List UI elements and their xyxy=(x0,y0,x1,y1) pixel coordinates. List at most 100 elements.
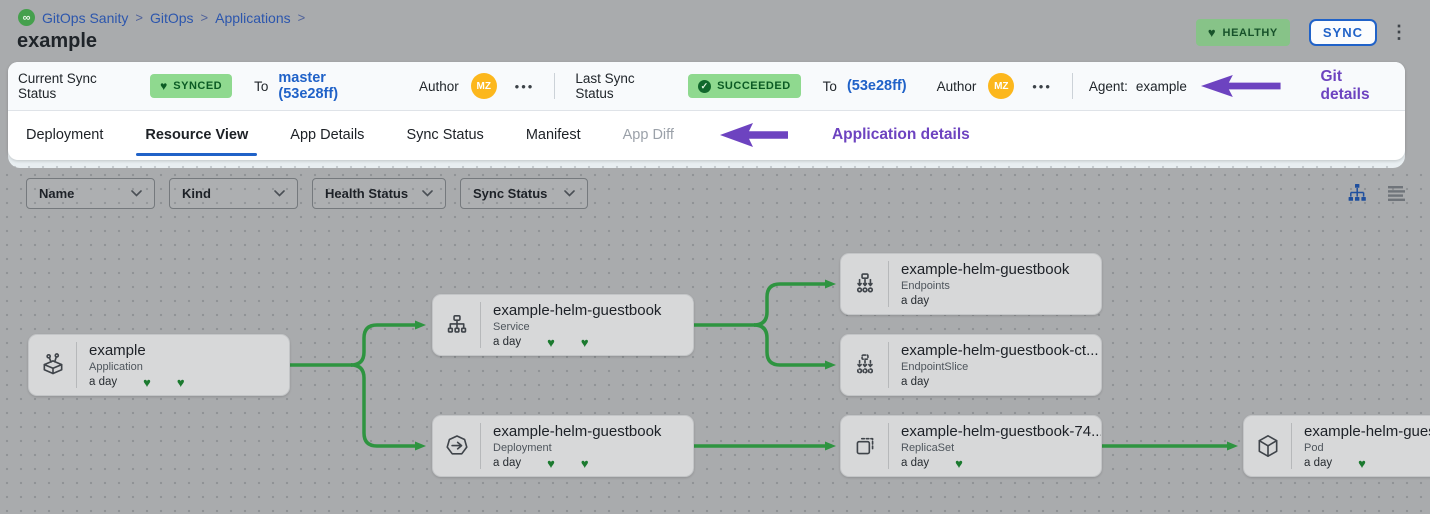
sync-status-filter-dropdown[interactable]: Sync Status xyxy=(460,178,588,209)
name-filter-dropdown[interactable]: Name xyxy=(26,178,155,209)
divider xyxy=(76,342,77,388)
resource-node-endpointslice[interactable]: example-helm-guestbook-ct... EndpointSli… xyxy=(840,334,1102,396)
node-meta: a day ♥ ♥ xyxy=(89,374,289,390)
chevron-down-icon xyxy=(131,190,142,197)
node-body: example-helm-guestbook Endpoints a day xyxy=(889,261,1101,307)
endpointslice-icon xyxy=(841,352,888,378)
node-meta: a day xyxy=(901,295,1101,307)
current-sync-status-label: Current Sync Status xyxy=(18,71,97,101)
tab-resource-view[interactable]: Resource View xyxy=(136,111,258,158)
breadcrumb: ∞ GitOps Sanity > GitOps > Applications … xyxy=(18,9,312,26)
healthy-heart-icon: ♥ xyxy=(547,334,555,350)
node-name: example xyxy=(89,342,146,359)
service-icon xyxy=(433,312,480,338)
app-tabs: Deployment Resource View App Details Syn… xyxy=(8,111,1405,158)
to-label: To xyxy=(254,78,269,94)
resource-node-pod[interactable]: example-helm-guestbook-74... Pod a day ♥ xyxy=(1243,415,1430,477)
kind-filter-dropdown[interactable]: Kind xyxy=(169,178,298,209)
resource-node-deployment[interactable]: example-helm-guestbook Deployment a day … xyxy=(432,415,694,477)
breadcrumb-module-link[interactable]: GitOps xyxy=(149,9,194,26)
node-meta: a day ♥ xyxy=(901,455,1101,471)
pod-icon xyxy=(1244,433,1291,459)
last-sync-revision-link[interactable]: (53e28ff) xyxy=(846,78,907,94)
node-age: a day xyxy=(901,295,930,307)
resource-node-endpoints[interactable]: example-helm-guestbook Endpoints a day xyxy=(840,253,1102,315)
app-details-panel: Current Sync Status ♥ SYNCED To master (… xyxy=(8,62,1405,160)
node-age: a day xyxy=(901,376,930,388)
node-body: example-helm-guestbook-74... ReplicaSet … xyxy=(889,423,1101,471)
chevron-down-icon xyxy=(422,190,433,197)
filter-label: Kind xyxy=(182,186,211,201)
node-age: a day xyxy=(493,336,522,348)
tab-manifest[interactable]: Manifest xyxy=(525,126,581,143)
synced-badge: ♥ SYNCED xyxy=(150,74,233,98)
succeeded-badge-label: SUCCEEDED xyxy=(717,80,791,92)
filter-bar: Name Kind Health Status Sync Status xyxy=(26,178,602,209)
node-kind: Deployment xyxy=(493,442,552,454)
divider xyxy=(480,302,481,348)
tab-app-details[interactable]: App Details xyxy=(290,126,365,143)
agent-value: example xyxy=(1135,78,1187,94)
breadcrumb-separator: > xyxy=(200,10,209,25)
succeeded-badge: ✓ SUCCEEDED xyxy=(688,74,801,98)
chevron-down-icon xyxy=(564,190,575,197)
resource-node-application[interactable]: example Application a day ♥ ♥ xyxy=(28,334,290,396)
gitops-logo-icon: ∞ xyxy=(18,9,35,26)
replicaset-icon xyxy=(841,433,888,459)
heart-icon: ♥ xyxy=(160,79,168,93)
breadcrumb-project-link[interactable]: GitOps Sanity xyxy=(42,9,129,26)
node-name: example-helm-guestbook xyxy=(493,423,662,440)
agent-label: Agent: xyxy=(1088,78,1128,94)
application-details-annotation: Application details xyxy=(831,125,970,143)
more-commit-details-button[interactable]: ••• xyxy=(514,78,535,94)
tab-sync-status[interactable]: Sync Status xyxy=(406,126,484,143)
last-sync-status-label: Last Sync Status xyxy=(575,71,635,101)
node-age: a day xyxy=(1304,457,1333,469)
healthy-heart-icon: ♥ xyxy=(580,455,589,471)
endpoints-icon xyxy=(841,271,888,297)
node-name: example-helm-guestbook-74... xyxy=(901,423,1101,440)
healthy-heart-icon: ♥ xyxy=(1358,455,1366,471)
more-commit-details-button[interactable]: ••• xyxy=(1032,78,1052,94)
breadcrumb-applications-link[interactable]: Applications xyxy=(215,9,291,26)
tree-view-icon xyxy=(1348,184,1366,201)
page-title: example xyxy=(17,30,98,52)
header-actions: ♥ HEALTHY SYNC ⋮ xyxy=(1195,19,1408,46)
to-label: To xyxy=(822,78,837,94)
resource-node-service[interactable]: example-helm-guestbook Service a day ♥ ♥ xyxy=(432,294,694,356)
health-status-badge: ♥ HEALTHY xyxy=(1195,19,1290,46)
node-body: example-helm-guestbook Deployment a day … xyxy=(481,423,693,471)
kebab-menu-icon[interactable]: ⋮ xyxy=(1390,19,1408,46)
health-status-filter-dropdown[interactable]: Health Status xyxy=(312,178,446,209)
divider xyxy=(480,423,481,469)
tab-deployment[interactable]: Deployment xyxy=(26,126,104,143)
sync-button[interactable]: SYNC xyxy=(1308,19,1377,46)
resource-node-replicaset[interactable]: example-helm-guestbook-74... ReplicaSet … xyxy=(840,415,1102,477)
heart-icon: ♥ xyxy=(1207,25,1216,40)
node-age: a day xyxy=(901,457,930,469)
list-view-toggle[interactable] xyxy=(1384,185,1406,206)
divider xyxy=(1291,423,1292,469)
healthy-heart-icon: ♥ xyxy=(176,374,185,390)
filter-label: Sync Status xyxy=(473,186,548,201)
node-name: example-helm-guestbook-ct... xyxy=(901,342,1099,359)
filter-label: Health Status xyxy=(325,186,409,201)
page-header: ∞ GitOps Sanity > GitOps > Applications … xyxy=(0,0,1430,60)
current-sync-revision-link[interactable]: master (53e28ff) xyxy=(278,70,339,102)
node-kind: ReplicaSet xyxy=(901,442,955,454)
annotation-arrow-left-icon xyxy=(1200,75,1281,97)
filter-label: Name xyxy=(39,186,75,201)
annotation-arrow-left-icon xyxy=(719,122,788,147)
tab-app-diff[interactable]: App Diff xyxy=(622,126,674,143)
healthy-heart-icon: ♥ xyxy=(955,455,963,471)
deployment-icon xyxy=(433,433,480,459)
check-circle-icon: ✓ xyxy=(698,79,712,93)
tree-view-toggle[interactable] xyxy=(1346,184,1368,206)
divider xyxy=(888,423,889,469)
sync-status-bar: Current Sync Status ♥ SYNCED To master (… xyxy=(8,62,1405,111)
node-kind: Endpoints xyxy=(901,280,950,292)
divider xyxy=(888,342,889,388)
node-age: a day xyxy=(493,457,522,469)
